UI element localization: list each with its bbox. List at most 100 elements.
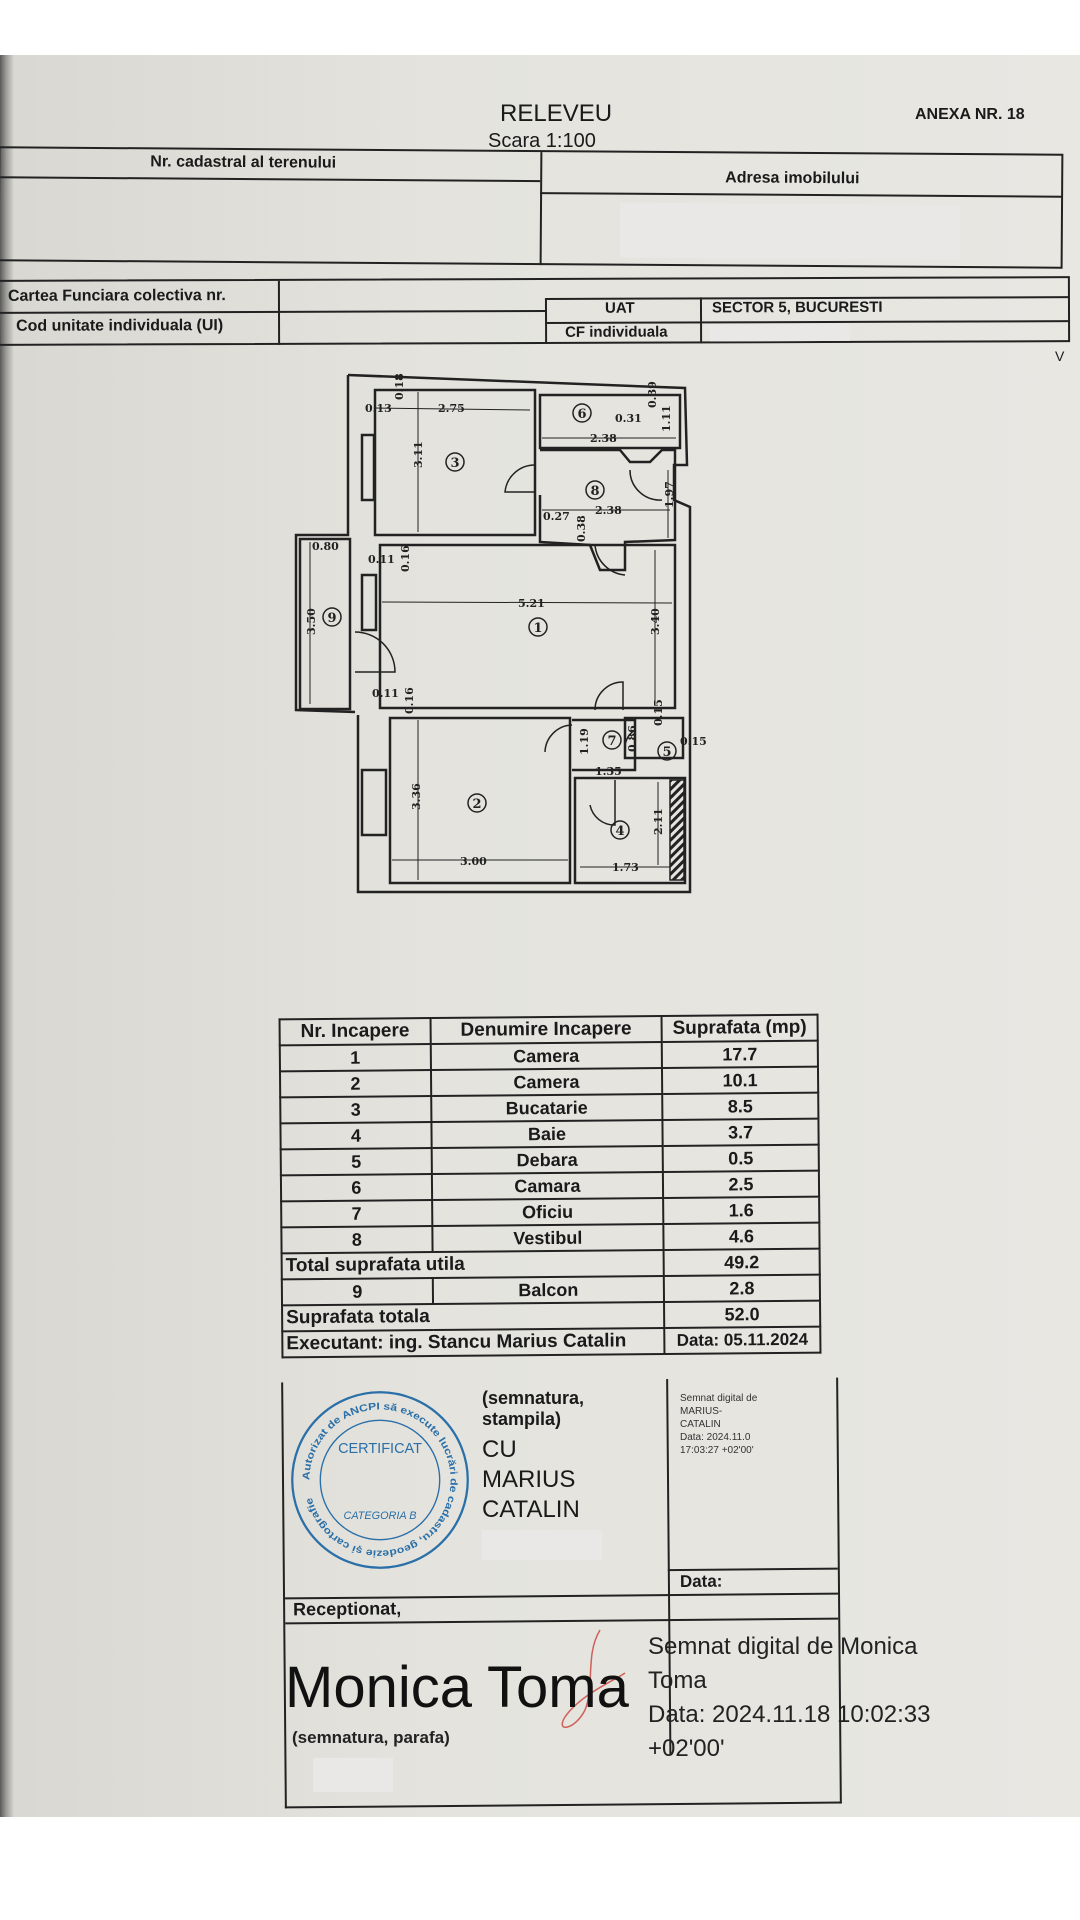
room-name: Camera: [430, 1042, 662, 1071]
room-number-label: 1: [533, 621, 542, 636]
land-book-table: Cartea Funciara colectiva nr. Cod unitat…: [0, 276, 1071, 346]
executant-date: Data: 05.11.2024: [664, 1326, 821, 1355]
document-title: RELEVEU: [500, 100, 613, 127]
uat-label: UAT: [604, 299, 635, 317]
dimension-label: 0.27: [543, 510, 570, 523]
unit-code-label: Cod unitate individuala (UI): [16, 317, 224, 335]
room-nr: 5: [280, 1148, 432, 1176]
room-name: Camara: [431, 1172, 664, 1201]
room-number-label: 8: [590, 484, 599, 499]
dimension-labels: 2.753.110.130.182.380.310.391.112.381.97…: [305, 373, 707, 874]
room-name: Vestibul: [432, 1224, 664, 1253]
digital-sig-line: CATALIN: [680, 1419, 721, 1430]
room-name: Debara: [431, 1146, 663, 1175]
room-marker: [585, 480, 605, 500]
room-nr: 3: [280, 1096, 432, 1124]
stamp-certificat: CERTIFICAT: [338, 1441, 422, 1457]
cadastral-address-table: Nr. cadastral al terenului Adresa imobil…: [0, 146, 1064, 269]
room-nr: 1: [279, 1044, 431, 1072]
walls: [294, 373, 692, 894]
dimension-label: 1.35: [595, 765, 622, 778]
room-marker: [610, 820, 630, 840]
digital-sig-line: Semnat digital de Monica: [648, 1633, 918, 1660]
room-area: 1.6: [663, 1196, 820, 1225]
room-area: 10.1: [661, 1066, 819, 1095]
digital-sig-line: MARIUS-: [680, 1406, 723, 1417]
room-marker: [467, 793, 487, 813]
room-marker: [445, 452, 465, 472]
executant-label: Executant: ing. Stancu Marius Catalin: [282, 1328, 665, 1358]
room-nr: 8: [281, 1226, 433, 1254]
dimension-label: 0.31: [615, 412, 642, 425]
room-number-label: 4: [615, 824, 624, 839]
dimension-label: 2.75: [438, 402, 465, 415]
room-number-label: 5: [662, 745, 671, 760]
room-marker: [528, 617, 548, 637]
stamp-category: CATEGORIA B: [344, 1510, 417, 1522]
room-area: 3.7: [662, 1118, 819, 1147]
digital-sig-line: +02'00': [648, 1735, 725, 1762]
room-marker: [322, 607, 342, 627]
room-area: 4.6: [663, 1222, 820, 1251]
room-number-label: 3: [450, 456, 459, 471]
col-header-area: Suprafata (mp): [661, 1014, 818, 1043]
executant-name-overlay-2: MARIUS: [482, 1466, 576, 1493]
dimension-label: 5.21: [518, 597, 545, 610]
document-page: [0, 55, 1080, 1817]
dimension-label: 0.80: [312, 540, 339, 553]
room-name: Camera: [430, 1068, 663, 1097]
room-nr: 2: [279, 1070, 431, 1098]
redacted-address: [619, 202, 961, 260]
dimension-label: 0.15: [680, 735, 707, 748]
total-label: Suprafata totala: [282, 1302, 665, 1332]
address-label: Adresa imobilului: [725, 169, 860, 188]
dimension-label: 0.11: [372, 687, 399, 700]
shaft-hatch: [669, 779, 685, 881]
room-area: 2.5: [662, 1170, 820, 1199]
digital-sig-line: 17:03:27 +02'00': [680, 1445, 754, 1456]
dimension-label: 0.18: [393, 373, 406, 400]
dimension-label: 2.11: [652, 808, 665, 835]
room-name: Baie: [431, 1120, 663, 1149]
redacted-parafa: [313, 1758, 393, 1792]
red-signature: [561, 1629, 626, 1728]
room-nr: 4: [280, 1122, 432, 1150]
executant-sign-hint: (semnatura, stampila): [482, 1388, 585, 1429]
dimension-label: 3.00: [460, 855, 487, 868]
dimension-label: 1.19: [578, 728, 591, 755]
dimension-label: 0.38: [575, 515, 588, 542]
dimension-label: 3.36: [410, 783, 423, 810]
cadastral-label: Nr. cadastral al terenului: [150, 153, 337, 172]
dimension-label: 0.15: [652, 699, 665, 726]
room-nr: 6: [280, 1174, 432, 1202]
executant-name-overlay-3: CATALIN: [482, 1496, 580, 1523]
executant-row: Executant: ing. Stancu Marius Catalin Da…: [282, 1326, 821, 1358]
digital-sig-line: Data: 2024.11.0: [680, 1432, 751, 1443]
dimension-label: 0.16: [403, 687, 416, 714]
dimension-label: 1.11: [660, 405, 673, 432]
room-number-label: 6: [577, 407, 586, 422]
dimension-label: 0.11: [368, 553, 395, 566]
dimension-label: 0.13: [365, 402, 392, 415]
digital-sig-line: Toma: [648, 1667, 707, 1694]
room-area-table: Nr. Incapere Denumire Incapere Suprafata…: [279, 1014, 822, 1359]
received-date-label: Data:: [679, 1571, 723, 1591]
door-swings: [354, 464, 663, 826]
dimension-label: 3.40: [649, 608, 662, 635]
dimension-label: 1.73: [612, 861, 639, 874]
balcony-name: Balcon: [432, 1276, 665, 1305]
room-area: 8.5: [662, 1092, 819, 1121]
total-value: 52.0: [664, 1300, 821, 1329]
dimension-label: 0.16: [399, 545, 412, 572]
dimension-label: 2.38: [595, 504, 622, 517]
executant-name-overlay-1: CU: [482, 1436, 517, 1463]
executant-digital-signature: Semnat digital de MARIUS- CATALIN Data: …: [680, 1392, 757, 1457]
room-nr: 7: [281, 1200, 433, 1228]
uat-value: SECTOR 5, BUCURESTI: [711, 298, 883, 317]
cf-collective-label: Cartea Funciara colectiva nr.: [7, 287, 226, 305]
room-marker: [657, 741, 677, 761]
dimension-label: 0.39: [646, 381, 659, 408]
room-number-label: 2: [472, 797, 481, 812]
balcony-nr: 9: [281, 1278, 433, 1306]
